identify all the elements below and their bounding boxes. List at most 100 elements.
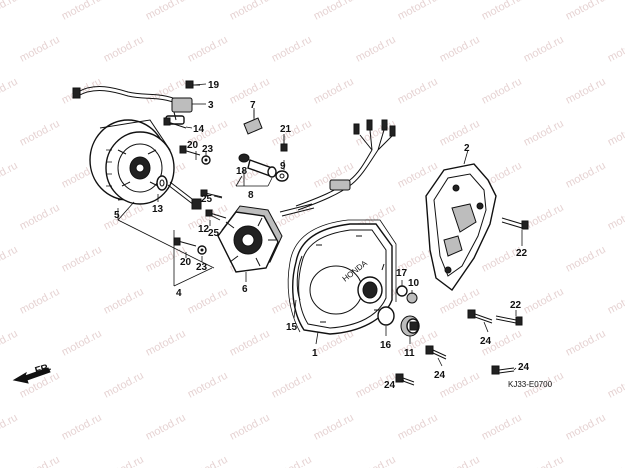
watermark-text: motod.ru [354,34,398,65]
screws-25 [200,189,227,219]
watermark-text: motod.ru [480,76,524,107]
label-22-lower: 22 [510,300,522,311]
watermark-text: motod.ru [18,286,62,317]
watermark-text: motod.ru [60,244,104,275]
label-11: 11 [404,348,415,359]
watermark-text: motod.ru [312,76,356,107]
watermark-text: motod.ru [438,34,482,65]
label-12: 12 [198,224,210,235]
watermark-text: motod.ru [186,454,230,468]
watermark-text: motod.ru [522,118,566,149]
watermark-text: motod.ru [396,412,440,443]
watermark-text: motod.ru [564,0,608,23]
watermark-text: motod.ru [0,244,20,275]
watermark-text: motod.ru [354,454,398,468]
watermark-text: motod.ru [270,34,314,65]
watermark-text: motod.ru [564,244,608,275]
label-6: 6 [242,284,248,295]
watermark-text: motod.ru [270,454,314,468]
label-5: 5 [114,210,120,221]
watermark-text: motod.ru [480,412,524,443]
watermark-text: motod.ru [522,286,566,317]
label-24-a: 24 [480,336,492,347]
watermark-text: motod.ru [270,118,314,149]
bolt-14 [163,117,187,129]
watermark-text: motod.ru [18,118,62,149]
watermark-text: motod.ru [438,454,482,468]
watermark-text: motod.ru [102,454,146,468]
bolt-22-upper [501,217,529,230]
watermark-text: motod.ru [312,0,356,23]
watermark-text: motod.ru [228,0,272,23]
watermark-text: motod.ru [60,328,104,359]
label-24-d: 24 [518,362,530,373]
collar-9 [275,170,289,182]
watermark-text: motod.ru [606,118,625,149]
label-9: 9 [280,161,286,172]
spacer-18 [238,153,277,178]
watermark-text: motod.ru [312,412,356,443]
front-arrow-icon [12,367,51,384]
label-22-upper: 22 [516,248,528,259]
watermark-text: motod.ru [522,34,566,65]
front-direction-indicator: FR. [12,362,53,384]
watermark-text: motod.ru [606,34,625,65]
bolts-24 [395,309,515,386]
watermark-text: motod.ru [396,76,440,107]
watermark-text: motod.ru [0,328,20,359]
label-23-upper: 23 [202,144,214,155]
watermark-text: motod.ru [228,412,272,443]
watermark-text: motod.ru [606,286,625,317]
watermark-text: motod.ru [0,160,20,191]
stator-wire-harness [295,119,396,211]
label-14: 14 [193,124,205,135]
stator [217,203,315,273]
label-2: 2 [464,143,470,154]
bolt-12 [167,181,202,210]
watermark-text: motod.ru [18,34,62,65]
watermark-text: motod.ru [60,76,104,107]
watermark-text: motod.ru [0,412,20,443]
watermark-text: motod.ru [396,0,440,23]
watermark-text: motod.ru [0,76,20,107]
watermark-text: motod.ru [144,328,188,359]
label-24-c: 24 [384,380,396,391]
watermark-text: motod.ru [102,286,146,317]
watermark-text: motod.ru [606,370,625,401]
watermark-text: motod.ru [564,328,608,359]
watermark-text: motod.ru [18,202,62,233]
label-3: 3 [208,100,214,111]
plug-11 [400,315,420,337]
label-20-upper: 20 [187,140,199,151]
label-19: 19 [208,80,220,91]
watermark-text: motod.ru [228,328,272,359]
label-21: 21 [280,124,292,135]
flywheel-rotor [89,119,175,205]
front-direction-label: FR. [34,362,53,377]
bolt-20-washer-23-upper [179,145,211,165]
label-8: 8 [248,190,254,201]
watermark-text: motod.ru [606,202,625,233]
watermark-text: motod.ru [522,454,566,468]
label-13: 13 [152,204,164,215]
label-25-upper: 25 [201,194,213,205]
gasket-15 [287,219,397,333]
watermark-text: motod.ru [480,0,524,23]
washer-13 [156,175,168,191]
watermark-text: motod.ru [564,76,608,107]
watermark-text: motod.ru [102,202,146,233]
part-labels: 19 3 14 20 23 9 7 21 18 8 2 5 13 25 25 1… [114,80,530,391]
pulser-coil-with-wire [72,86,193,125]
wire-clamp-7 [243,108,263,135]
watermark-text: motod.ru [606,454,625,468]
watermark-text: motod.ru [102,370,146,401]
label-23-lower: 23 [196,262,208,273]
label-18: 18 [236,166,248,177]
sprocket-cover [425,163,497,291]
leader-lines [117,83,523,383]
label-4: 4 [176,288,182,299]
watermark-text: motod.ru [270,370,314,401]
label-7: 7 [250,100,256,111]
